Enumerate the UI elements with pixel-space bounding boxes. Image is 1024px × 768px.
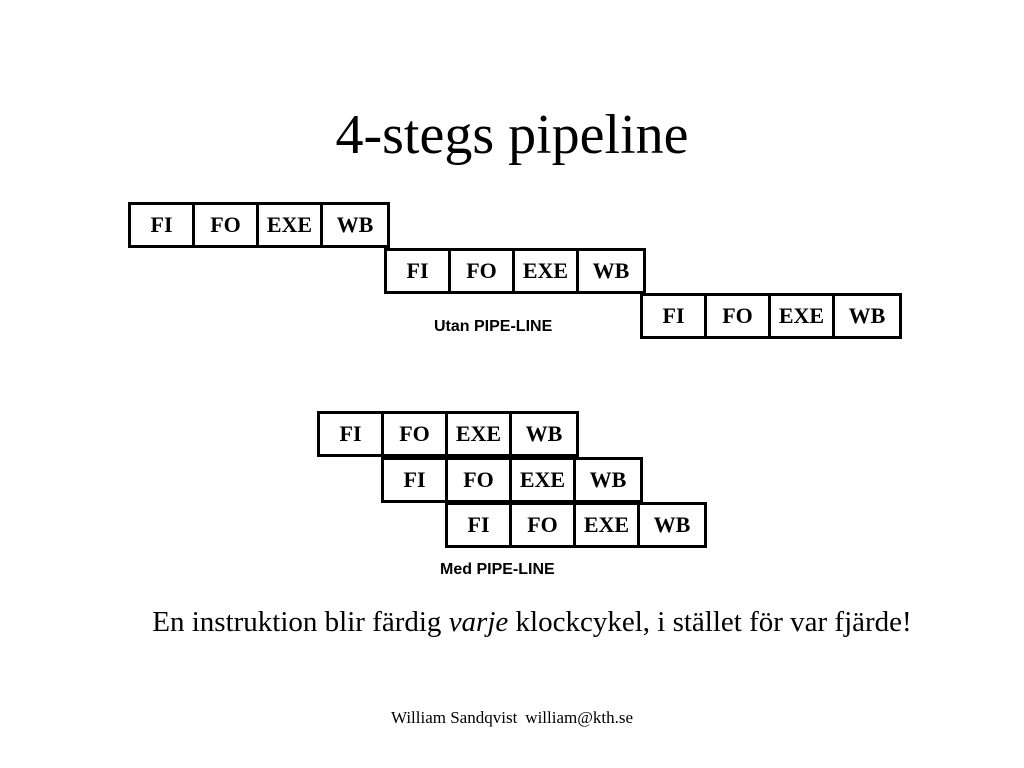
- stage-cell: FO: [195, 205, 259, 245]
- statement-emphasis: varje: [448, 606, 509, 638]
- footer-email: william@kth.se: [525, 708, 634, 727]
- stage-cell: FO: [512, 505, 576, 545]
- stage-cell: EXE: [515, 251, 579, 291]
- summary-statement: En instruktion blir färdig varje klockcy…: [0, 606, 1024, 639]
- stage-cell: FO: [707, 296, 771, 336]
- instruction-row-2: FI FO EXE WB: [384, 248, 646, 294]
- instruction-row-1: FI FO EXE WB: [317, 411, 579, 457]
- stage-cell: FI: [387, 251, 451, 291]
- stage-cell: FI: [131, 205, 195, 245]
- stage-cell: FI: [384, 460, 448, 500]
- stage-cell: FI: [643, 296, 707, 336]
- stage-cell: FO: [384, 414, 448, 454]
- statement-text-after: klockcykel, i stället för var fjärde!: [508, 606, 912, 638]
- stage-cell: WB: [653, 512, 691, 537]
- stage-cell: EXE: [259, 205, 323, 245]
- stage-cell: FO: [448, 460, 512, 500]
- stage-cell: FI: [448, 505, 512, 545]
- stage-cell: WB: [589, 467, 627, 492]
- with-pipeline-caption: Med PIPE-LINE: [440, 561, 555, 578]
- instruction-row-1: FI FO EXE WB: [128, 202, 390, 248]
- stage-cell: EXE: [448, 414, 512, 454]
- stage-cell: FI: [320, 414, 384, 454]
- instruction-row-2: FI FO EXE WB: [381, 457, 643, 503]
- footer: William Sandqvist william@kth.se: [0, 708, 1024, 728]
- instruction-row-3: FI FO EXE WB: [640, 293, 902, 339]
- stage-cell: EXE: [576, 505, 640, 545]
- stage-cell: WB: [592, 258, 630, 283]
- without-pipeline-caption: Utan PIPE-LINE: [434, 318, 553, 335]
- footer-author: William Sandqvist: [390, 708, 518, 727]
- stage-cell: EXE: [512, 460, 576, 500]
- stage-cell: WB: [336, 212, 374, 237]
- stage-cell: EXE: [771, 296, 835, 336]
- statement-text-before: En instruktion blir färdig: [152, 606, 449, 638]
- stage-cell: FO: [451, 251, 515, 291]
- slide-title: 4-stegs pipeline: [335, 104, 689, 166]
- instruction-row-3: FI FO EXE WB: [445, 502, 707, 548]
- stage-cell: WB: [525, 421, 563, 446]
- stage-cell: WB: [848, 303, 886, 328]
